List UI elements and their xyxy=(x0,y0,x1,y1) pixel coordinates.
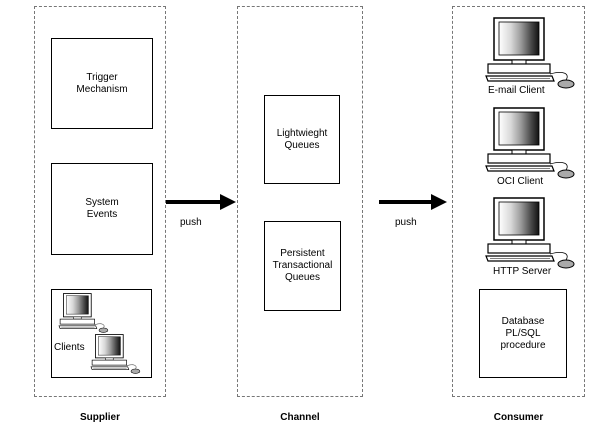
system-events-box: System Events xyxy=(51,163,153,255)
workstation-icon xyxy=(58,293,109,333)
lightweight-queues-box: Lightwieght Queues xyxy=(264,95,340,184)
workstation-icon xyxy=(485,107,575,179)
database-procedure-box: Database PL/SQL procedure xyxy=(479,289,567,378)
email-client-label: E-mail Client xyxy=(488,85,545,96)
channel-column xyxy=(237,6,363,397)
clients-label: Clients xyxy=(54,342,85,353)
channel-title: Channel xyxy=(280,412,320,423)
trigger-mechanism-box: Trigger Mechanism xyxy=(51,38,153,129)
workstation-icon xyxy=(485,17,575,89)
database-procedure-label: Database PL/SQL procedure xyxy=(500,315,546,351)
oci-client-label: OCI Client xyxy=(497,176,544,187)
lightweight-queues-label: Lightwieght Queues xyxy=(276,127,328,151)
supplier-title: Supplier xyxy=(79,412,120,423)
push-arrow-channel-consumer xyxy=(379,194,447,210)
system-events-label: System Events xyxy=(85,197,119,220)
trigger-mechanism-label: Trigger Mechanism xyxy=(76,71,128,95)
push-arrow-supplier-channel xyxy=(166,194,236,210)
consumer-column xyxy=(452,6,585,397)
consumer-title: Consumer xyxy=(493,412,544,423)
workstation-icon xyxy=(485,197,575,269)
persistent-queues-label: Persistent Transactional Queues xyxy=(272,248,333,283)
supplier-column xyxy=(34,6,166,397)
push-label: push xyxy=(395,217,417,228)
http-server-label: HTTP Server xyxy=(493,266,552,277)
push-label: push xyxy=(180,217,202,228)
persistent-queues-box: Persistent Transactional Queues xyxy=(264,221,341,311)
workstation-icon xyxy=(90,334,141,374)
